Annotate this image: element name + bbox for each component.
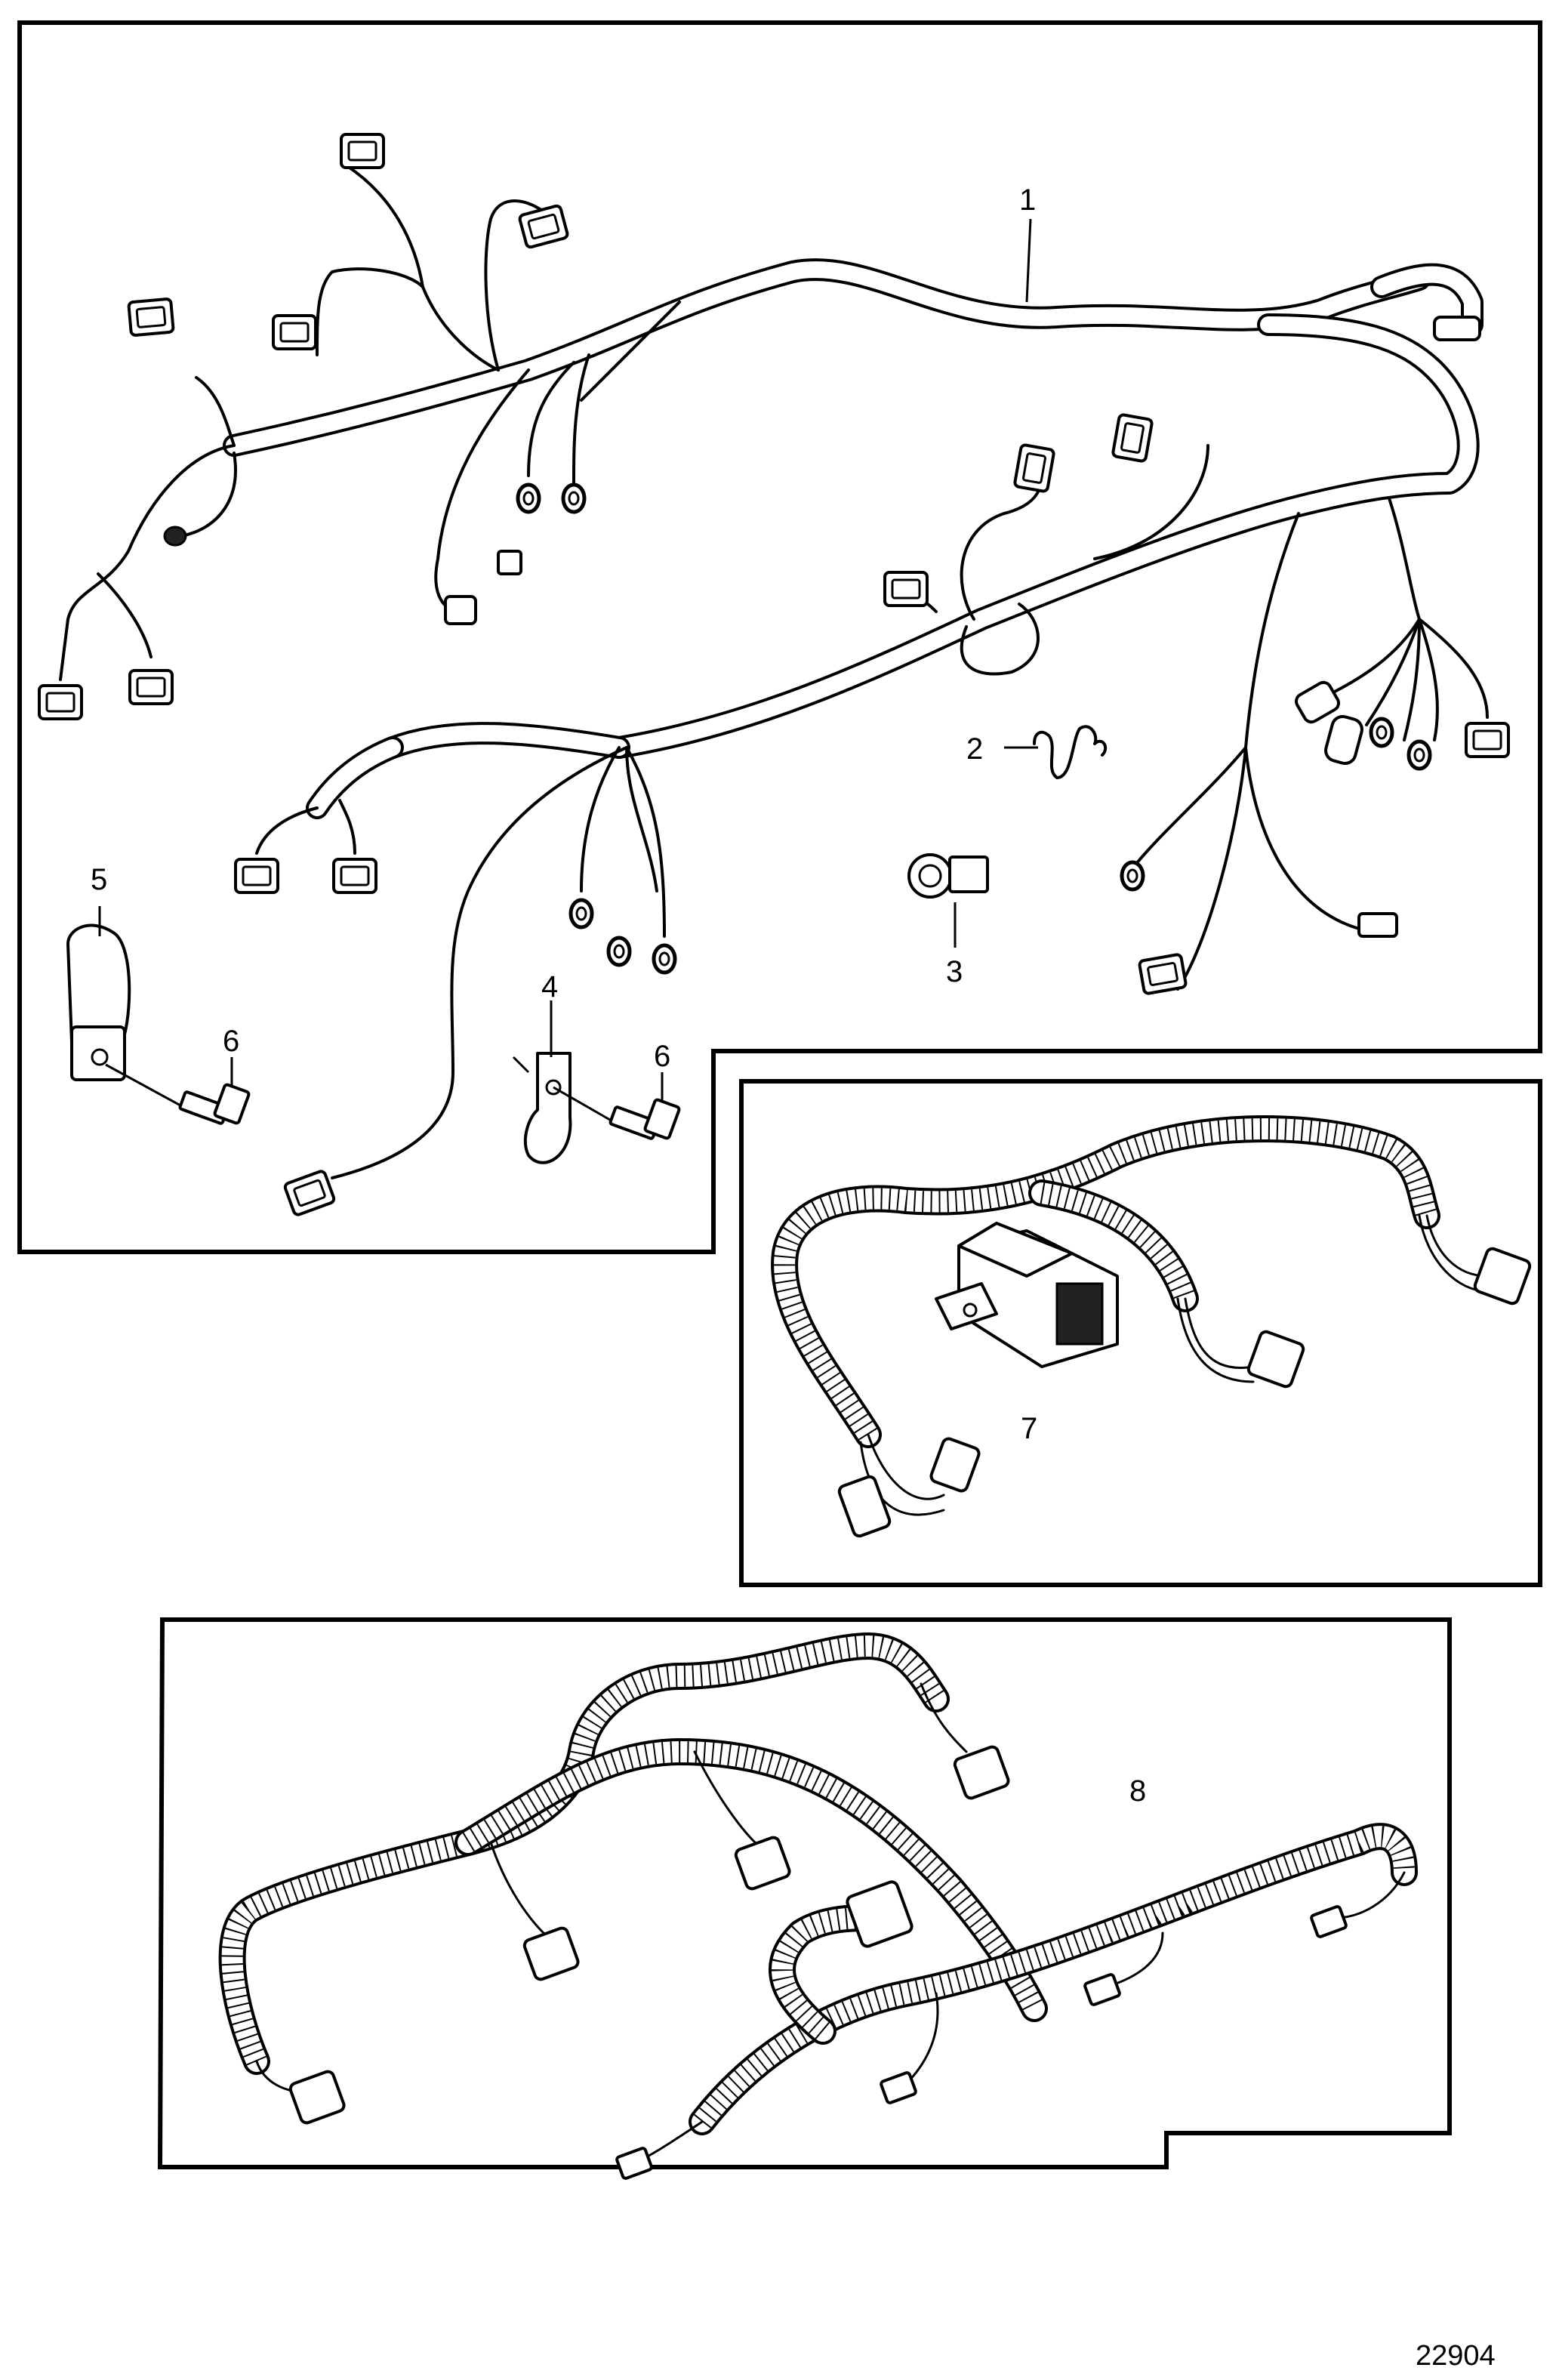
main-wiring-harness bbox=[38, 133, 1510, 1218]
callout-7: 7 bbox=[1021, 1412, 1037, 1445]
cover-part-5 bbox=[66, 923, 131, 1081]
harness-7-panel bbox=[739, 1079, 1542, 1587]
harness-8-panel bbox=[157, 1617, 1452, 2169]
figure-number: 22904 bbox=[1416, 2340, 1496, 2372]
clip-part-2 bbox=[1033, 725, 1108, 779]
callout-3: 3 bbox=[946, 955, 963, 988]
callout-8: 8 bbox=[1129, 1774, 1146, 1808]
bolt-part-6-right bbox=[553, 1086, 681, 1140]
main-harness-panel bbox=[17, 20, 1542, 1254]
callout-1: 1 bbox=[1019, 183, 1036, 217]
wiring-harness-7 bbox=[771, 1115, 1532, 1538]
clamp-part-4 bbox=[524, 1052, 572, 1164]
callout-4: 4 bbox=[541, 970, 558, 1003]
callout-6-left: 6 bbox=[223, 1025, 239, 1058]
relay-block-7 bbox=[935, 1222, 1119, 1368]
callout-5: 5 bbox=[91, 863, 107, 896]
callout-2: 2 bbox=[966, 732, 983, 766]
callout-6-right: 6 bbox=[654, 1040, 670, 1073]
wiring-harness-8 bbox=[218, 1632, 1418, 2180]
bolt-part-6-left bbox=[105, 1063, 251, 1125]
plug-part-3 bbox=[907, 853, 989, 899]
